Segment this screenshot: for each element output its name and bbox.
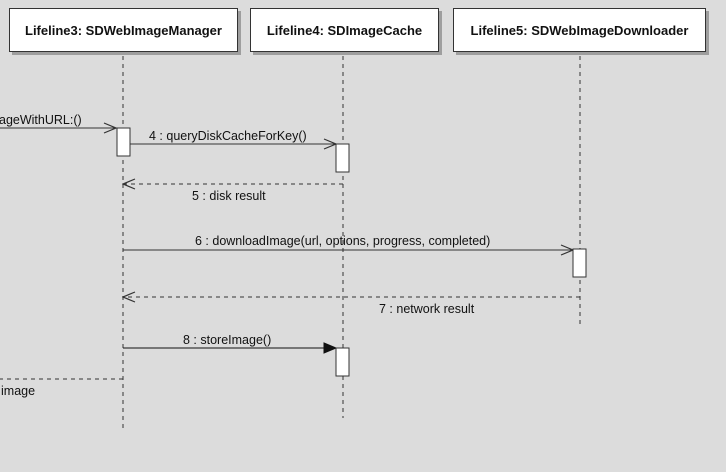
lifeline-manager-box[interactable]: Lifeline3: SDWebImageManager [9,8,238,52]
lifeline-manager-label: Lifeline3: SDWebImageManager [25,22,222,38]
lifeline-downloader-label: Lifeline5: SDWebImageDownloader [470,22,689,38]
activation-manager [116,127,131,157]
activation-downloader [572,248,587,278]
message-9-label: image [1,384,36,398]
activation-cache-1 [335,143,350,173]
message-8-label: 8 : storeImage() [183,333,272,347]
message-4-label: 4 : queryDiskCacheForKey() [149,129,307,143]
lifeline-downloader-box[interactable]: Lifeline5: SDWebImageDownloader [453,8,706,52]
activation-cache-2 [335,347,350,377]
message-5-label: 5 : disk result [192,189,266,203]
message-3-label: ageWithURL:() [0,113,82,127]
message-6-label: 6 : downloadImage(url, options, progress… [195,234,491,248]
lifeline-cache-label: Lifeline4: SDImageCache [266,22,423,38]
message-7-label: 7 : network result [379,302,475,316]
lifeline-cache-box[interactable]: Lifeline4: SDImageCache [250,8,439,52]
